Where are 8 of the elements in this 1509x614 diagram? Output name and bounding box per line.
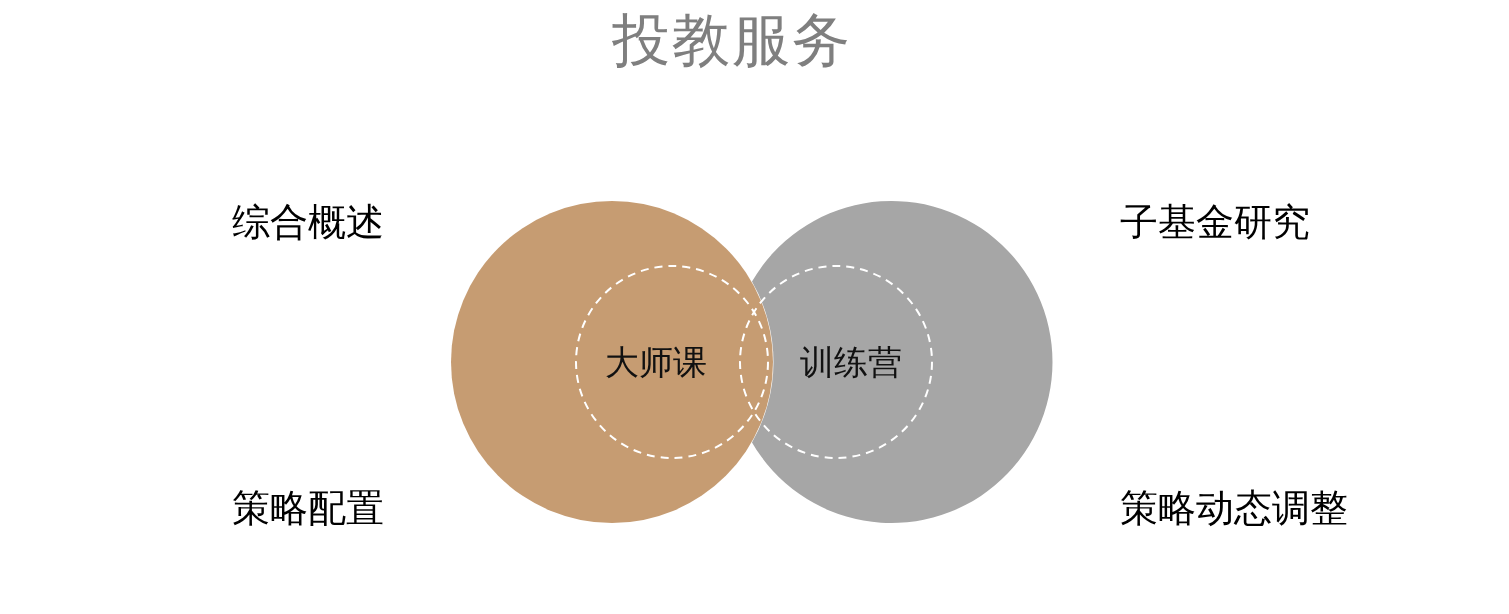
text-label: 子基金研究 [1120, 203, 1310, 241]
text-label: 策略配置 [232, 489, 384, 527]
dashed-circle: 训练营 [739, 265, 933, 459]
text-label: 综合概述 [232, 203, 384, 241]
text-label: 策略动态调整 [1120, 489, 1348, 527]
dashed-circle: 大师课 [575, 265, 769, 459]
venn-circle [451, 201, 773, 523]
title: 投教服务 [612, 11, 852, 69]
